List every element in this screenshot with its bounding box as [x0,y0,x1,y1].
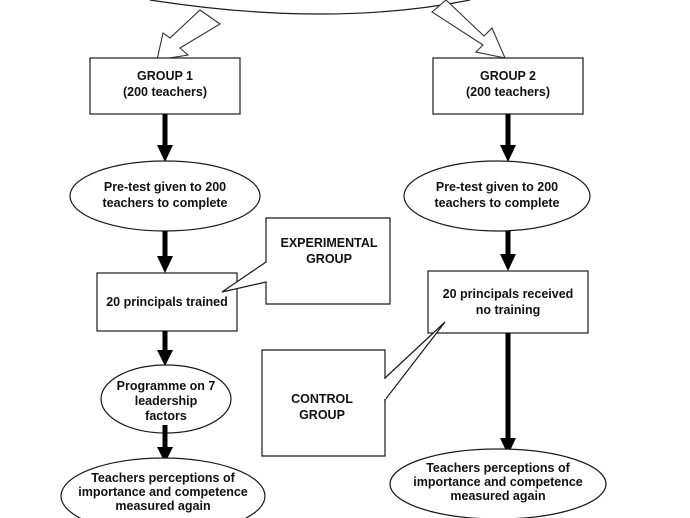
text-line: (200 teachers) [466,85,550,99]
arrowhead-g1-programme-outcome [157,447,173,463]
control-callout-pointer [384,321,446,402]
text-line: no training [476,303,541,317]
group2-training-text: 20 principals received no training [443,287,574,317]
text-line: Teachers perceptions of [91,471,235,485]
text-line: Pre-test given to 200 [104,180,226,194]
arrowhead-g2-pretest-training [500,254,516,271]
text-line: Teachers perceptions of [426,461,570,475]
group2-header-text: GROUP 2 (200 teachers) [466,69,550,99]
text-line: teachers to complete [102,196,227,210]
text-line: 20 principals trained [106,295,228,309]
text-line: GROUP 1 [137,69,193,83]
group2-training-box [427,270,589,334]
group2-outcome-ellipse [389,448,607,518]
arrowhead-g1-training-programme [157,350,173,366]
text-line: importance and competence [78,485,248,499]
experimental-callout-box [221,217,391,305]
arrowhead-g1-pretest-training [157,256,173,273]
experimental-callout-text: EXPERIMENTAL GROUP [281,236,378,266]
control-callout-box [261,349,386,457]
text-line: (200 teachers) [123,85,207,99]
group1-header-box [89,57,241,115]
group2-header-box [432,57,584,115]
group1-training-text: 20 principals trained [106,295,228,309]
group2-pretest-text: Pre-test given to 200 teachers to complet… [434,180,559,210]
arrowhead-g1-header-pretest [157,145,173,162]
text-line: GROUP 2 [480,69,536,83]
text-line: factors [145,409,187,423]
text-line: measured again [450,489,545,503]
group1-training-box [96,272,238,332]
text-line: GROUP [299,408,345,422]
group1-pretest-text: Pre-test given to 200 teachers to complet… [102,180,227,210]
text-line: importance and competence [413,475,583,489]
hollow-arrow-right [431,0,506,59]
text-line: EXPERIMENTAL [281,236,378,250]
text-line: measured again [115,499,210,513]
hollow-arrow-left [156,9,222,61]
text-line: CONTROL [291,392,353,406]
group1-outcome-ellipse [60,457,266,518]
top-ellipse-edge [149,0,471,15]
group2-pretest-ellipse [403,160,591,232]
text-line: leadership [135,394,198,408]
text-line: Pre-test given to 200 [436,180,558,194]
group1-header-text: GROUP 1 (200 teachers) [123,69,207,99]
arrowhead-g2-header-pretest [500,145,516,162]
text-line: teachers to complete [434,196,559,210]
text-line: GROUP [306,252,352,266]
text-line: 20 principals received [443,287,574,301]
text-line: Programme on 7 [117,379,216,393]
control-callout-text: CONTROL GROUP [291,392,353,422]
arrowhead-g2-training-outcome [500,438,516,455]
